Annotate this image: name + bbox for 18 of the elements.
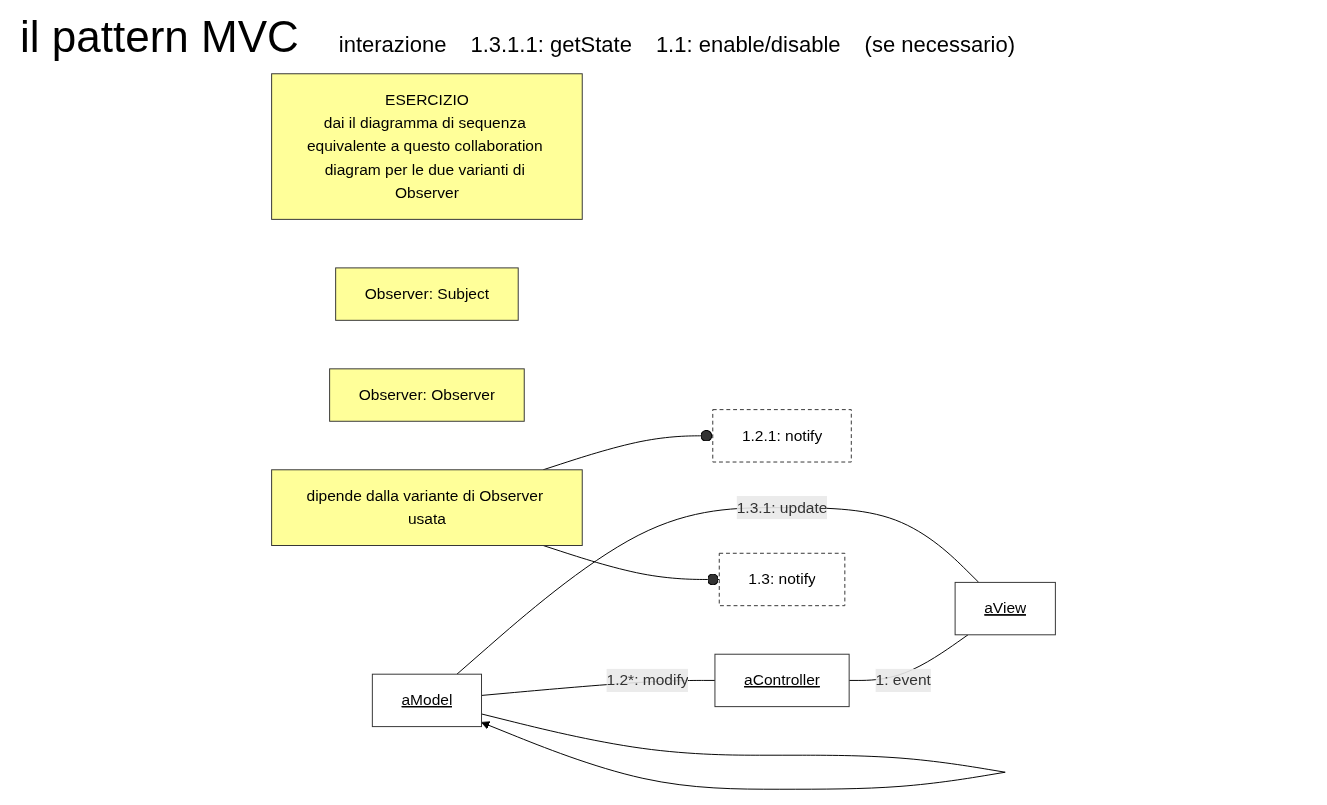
node-box: Observer: Subject	[335, 267, 519, 321]
node-box: aView	[954, 581, 1056, 636]
node-box: 1.2.1: notify	[712, 409, 852, 463]
connector	[456, 507, 980, 675]
message-label: 1.3.1.1: getState	[470, 32, 632, 58]
edge-label: 1.3.1: update	[736, 498, 828, 516]
message-label: (se necessario)	[864, 32, 1015, 58]
node-box: ESERCIZIO dai il diagramma di sequenza equivalente a questo collaboration diagram per le due varianti di Observer	[271, 73, 583, 220]
node-box: Observer: Observer	[329, 368, 525, 422]
node-box: aModel	[371, 673, 482, 728]
node-box: aController	[714, 653, 850, 708]
message-label: 1.1: enable/disable	[655, 32, 841, 58]
edge-label: 1: event	[875, 671, 931, 689]
edge-label: 1.2*: modify	[606, 671, 689, 689]
diagram-title: il pattern MVC	[20, 12, 299, 62]
node-box: dipende dalla variante di Observer usata	[271, 469, 583, 546]
node-box: 1.3: notify	[718, 552, 846, 607]
message-label: interazione	[338, 32, 447, 58]
